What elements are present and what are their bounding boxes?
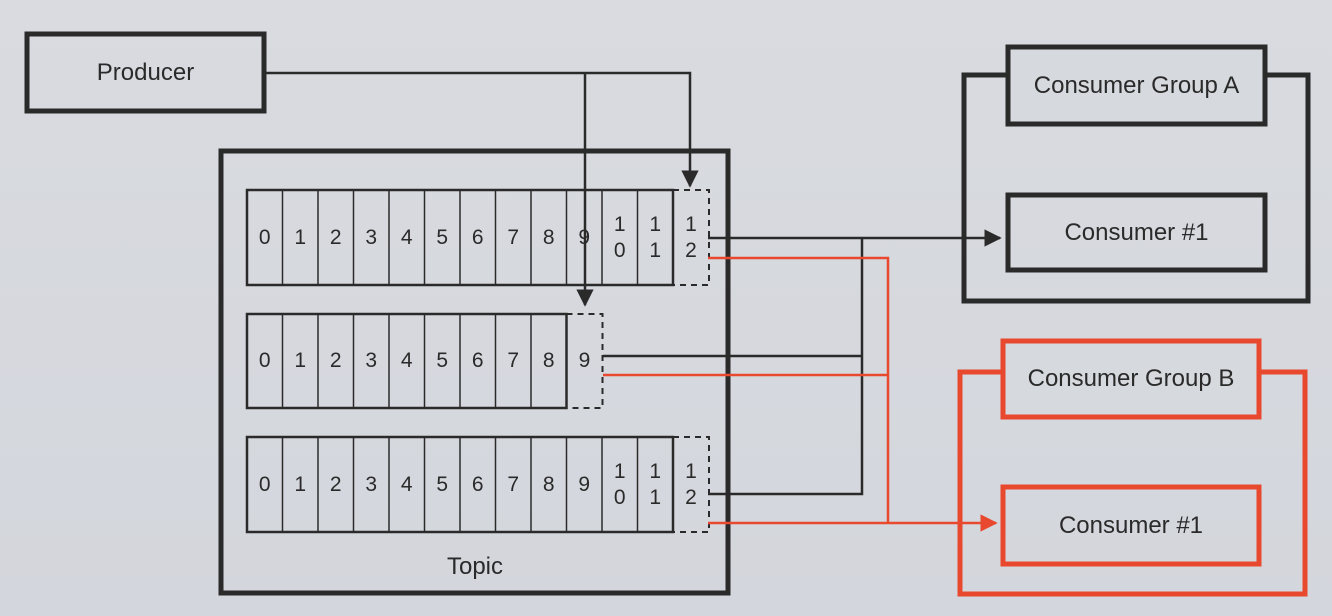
producer-label: Producer [96, 58, 195, 86]
partition-1-next-offset: 9 [578, 349, 591, 372]
partition-2-offset-9: 9 [578, 472, 591, 496]
partition-1-offset-0: 0 [258, 349, 271, 372]
partition-2-offset-7: 7 [507, 472, 520, 496]
partition-2-next-slot [673, 436, 710, 533]
partition-2-offset-6: 6 [471, 472, 484, 496]
partition-2-offset-1: 1 [294, 472, 307, 496]
consumer-group-b-header [1000, 338, 1262, 420]
partition-1-offset-7: 7 [507, 349, 520, 372]
partition-0-offset-6: 6 [471, 225, 484, 249]
partition-lines [245, 188, 710, 534]
group-b-line-partition-0 [708, 256, 890, 523]
partition-0-next-slot [673, 189, 710, 286]
topic-box [218, 148, 731, 596]
partition-1-offset-8: 8 [542, 349, 555, 372]
partition-2-offset-10: 1 0 [613, 459, 626, 509]
partition-1-offset-5: 5 [436, 349, 449, 372]
partition-1-offset-1: 1 [294, 349, 307, 372]
partition-1-offset-4: 4 [400, 349, 413, 372]
partition-1-offset-6: 6 [471, 349, 484, 372]
partition-2-offset-11: 1 1 [649, 459, 662, 509]
partition-1-offset-2: 2 [329, 349, 342, 372]
partition-2-next-offset: 1 2 [685, 459, 697, 509]
partition-1-offset-3: 3 [365, 349, 378, 372]
consumer-b1-box [1000, 484, 1262, 567]
partition-2-offset-0: 0 [258, 472, 271, 496]
partition-0-offset-2: 2 [329, 225, 342, 249]
partition-0-offset-11: 1 1 [649, 212, 662, 262]
partition-2-offset-2: 2 [329, 472, 342, 496]
partition-2-offset-4: 4 [400, 472, 413, 496]
partition-0-offset-0: 0 [258, 225, 271, 249]
partition-2-offset-8: 8 [542, 472, 555, 496]
group-a-line-partition-2 [708, 238, 864, 496]
partition-2-offset-3: 3 [365, 472, 378, 496]
partition-0-offset-3: 3 [365, 225, 378, 249]
partition-0-offset-9: 9 [578, 225, 591, 249]
consumer-a1-label: Consumer #1 [1064, 218, 1209, 246]
consumer-group-a-label: Consumer Group A [1033, 71, 1240, 99]
consumer-a1-box [1005, 192, 1268, 273]
consumer-b1-label: Consumer #1 [1058, 511, 1204, 539]
consumer-group-b-label: Consumer Group B [1027, 365, 1235, 392]
partition-1-next-slot [566, 313, 604, 409]
partition-0-offset-5: 5 [436, 225, 449, 249]
partition-0-offset-10: 1 0 [613, 212, 626, 262]
partition-2-offset-5: 5 [436, 472, 449, 496]
producer-arrow-partition-0 [264, 71, 699, 188]
partition-0-offset-7: 7 [507, 225, 520, 249]
consumer-group-a-header [1005, 44, 1268, 127]
partition-0-offset-4: 4 [400, 225, 413, 249]
partition-0-next-offset: 1 2 [685, 212, 697, 262]
topic-label: Topic [446, 553, 504, 580]
partition-0-offset-8: 8 [542, 225, 555, 249]
partition-0-offset-1: 1 [294, 225, 307, 249]
partition-1-frame [245, 312, 568, 410]
